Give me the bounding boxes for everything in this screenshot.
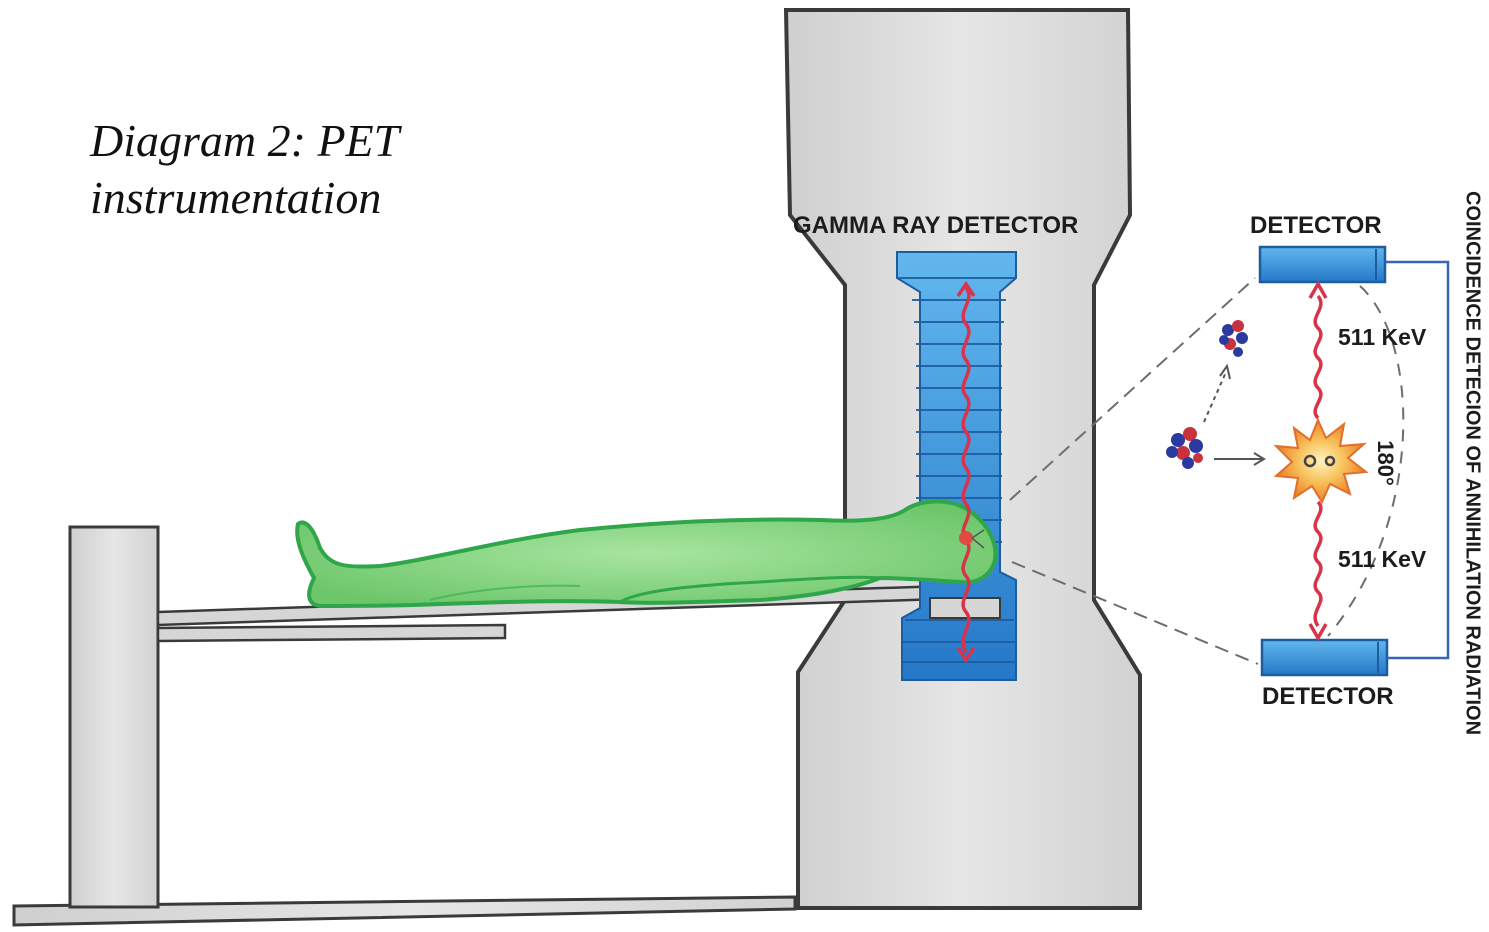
- detector-top-label: DETECTOR: [1250, 212, 1382, 240]
- coincidence-label: COINCIDENCE DETECION OF ANNIHILATION RAD…: [1461, 191, 1484, 735]
- diagram-title: Diagram 2: PET instrumentation: [90, 112, 550, 226]
- energy-top-label: 511 KeV: [1338, 324, 1426, 351]
- nucleus-left: [1166, 427, 1203, 469]
- detector-bottom-label: DETECTOR: [1262, 683, 1394, 711]
- detector-bottom: [1262, 640, 1387, 675]
- gamma-ray-detector-label: GAMMA RAY DETECTOR: [793, 212, 1078, 240]
- nucleus-top: [1219, 320, 1248, 357]
- angle-label: 180°: [1372, 440, 1398, 486]
- annihilation-burst: [1276, 420, 1366, 502]
- detector-top: [1260, 247, 1385, 282]
- table-pillar: [70, 527, 158, 907]
- photon-wave-up: [1310, 284, 1326, 418]
- energy-bottom-label: 511 KeV: [1338, 546, 1426, 573]
- emission-arrows: [1204, 366, 1264, 465]
- photon-wave-down: [1310, 502, 1326, 638]
